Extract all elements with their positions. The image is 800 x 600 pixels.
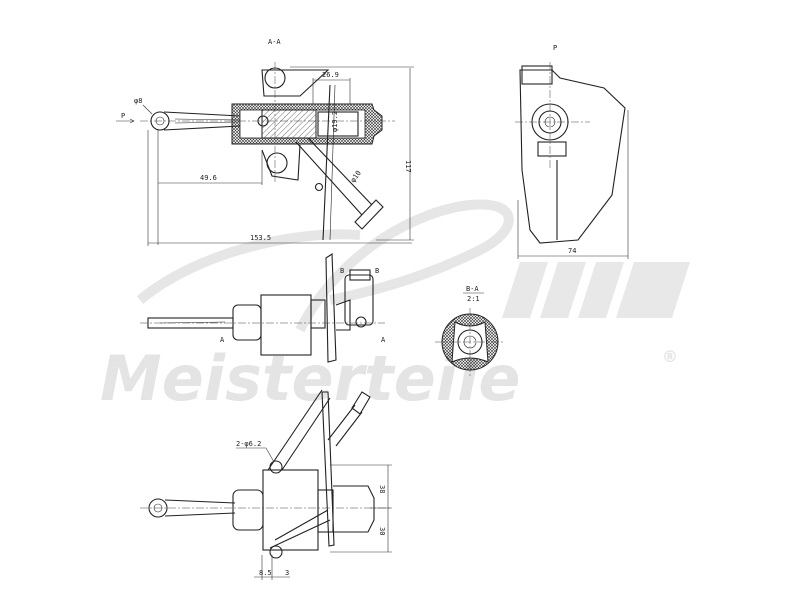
section-aa-label: A-A [268,38,281,46]
watermark-registered: ® [662,347,678,366]
section-mark-small-1: A [220,336,225,344]
section-mark-left: B [340,267,344,275]
dim-flange-thickness: 3 [285,569,289,577]
section-ba-scale: 2:1 [467,295,480,303]
dim-bore-offset: 26.9 [322,71,339,79]
dim-pipe-diameter: φ10 [349,169,363,184]
dim-overall-height: 117 [404,160,412,173]
section-ba-label: B-A [466,285,479,293]
dim-flange-offset: 8.5 [259,569,272,577]
force-arrow-label: P [121,112,125,120]
dim-lower-offset: 30 [378,527,386,535]
view-p-label: P [553,44,557,52]
watermark-swoosh [136,199,514,333]
section-ba-view: B-A 2:1 [435,285,505,378]
watermark-bars [502,262,690,318]
view-p: P 74 [515,44,629,259]
dim-overall-length: 153.5 [250,234,271,242]
dim-upper-offset: 38 [378,485,386,493]
dim-bore-diameter: φ19.2 [331,111,339,132]
top-view: B B A A [140,252,386,363]
section-aa-view: A-A φ8 P 26.9 φ19.2 φ10 49 [116,38,414,246]
dim-side-width: 74 [568,247,576,255]
dim-eye-to-flange: 49.6 [200,174,217,182]
dim-rod-eye-diameter: φ8 [134,97,142,105]
watermark: Meisterteile ® [100,199,690,415]
dim-mount-holes: 2-φ6.2 [236,440,261,448]
section-mark-right: B [375,267,379,275]
bottom-view: 2-φ6.2 38 30 8.5 3 [140,389,392,580]
section-mark-small-2: A [381,336,386,344]
